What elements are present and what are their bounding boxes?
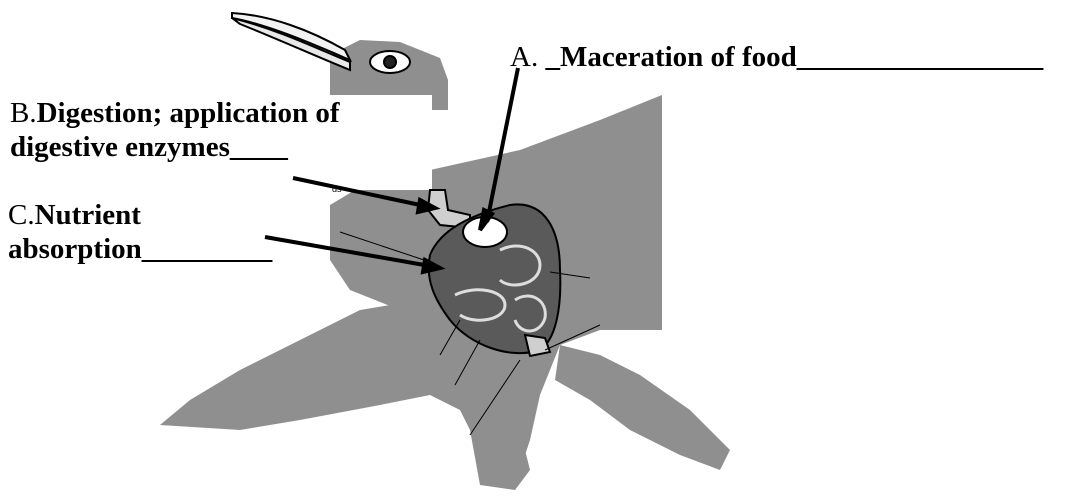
left-wing bbox=[160, 300, 430, 430]
right-wing bbox=[555, 345, 730, 470]
label-c: C.Nutrient absorption_________ bbox=[8, 198, 272, 266]
tail bbox=[470, 430, 530, 490]
label-c-line1: Nutrient bbox=[35, 199, 141, 231]
label-b-line1: Digestion; application of bbox=[37, 97, 340, 129]
label-a-text: _Maceration of food bbox=[545, 41, 796, 73]
pupil bbox=[384, 56, 396, 68]
label-c-letter: C. bbox=[8, 199, 35, 231]
label-c-line2: absorption bbox=[8, 233, 142, 265]
label-a-blank: _________________ bbox=[797, 41, 1044, 73]
label-b-line2: digestive enzymes bbox=[10, 131, 230, 163]
label-a-letter: A. bbox=[510, 41, 545, 73]
label-a: A. _Maceration of food_________________ bbox=[510, 40, 1043, 74]
label-b-letter: B. bbox=[10, 97, 37, 129]
label-b: B.Digestion; application of digestive en… bbox=[10, 96, 340, 164]
stamp-text: ds bbox=[332, 184, 342, 194]
label-b-blank: ____ bbox=[230, 131, 288, 163]
label-c-blank: _________ bbox=[142, 233, 273, 265]
